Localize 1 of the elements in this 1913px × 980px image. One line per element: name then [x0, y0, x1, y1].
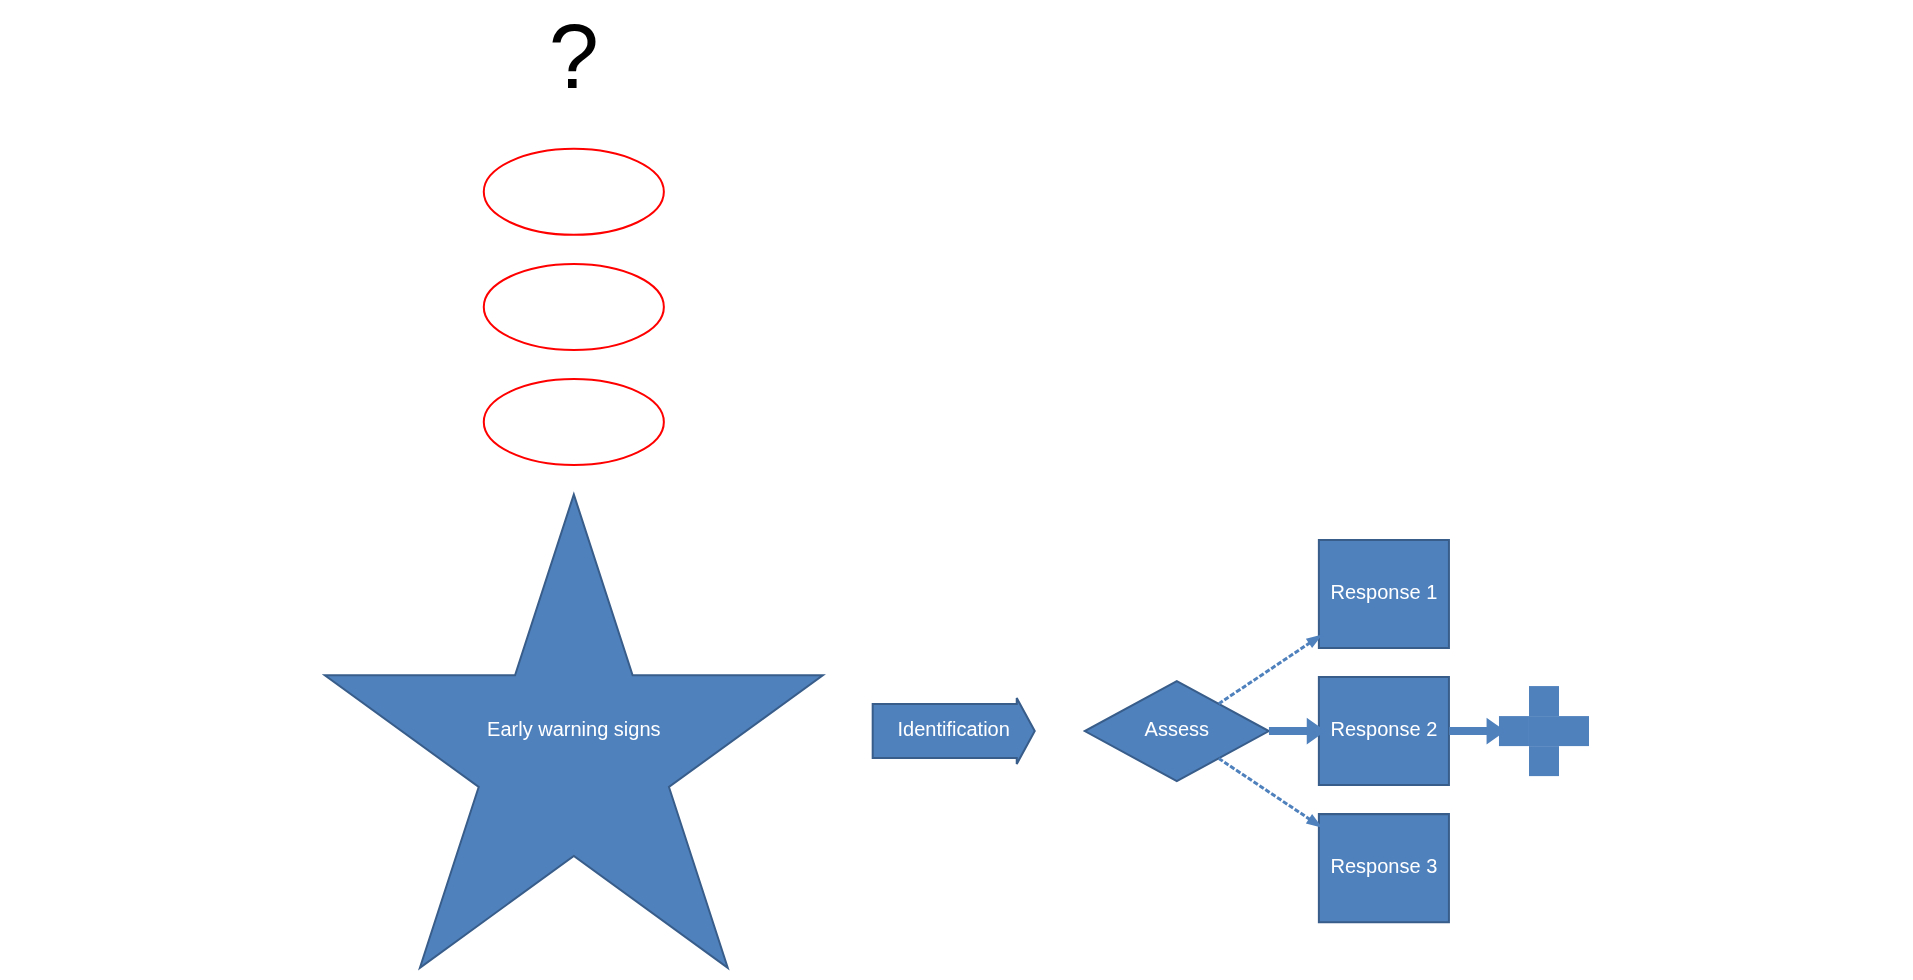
label: ?	[548, 6, 599, 108]
